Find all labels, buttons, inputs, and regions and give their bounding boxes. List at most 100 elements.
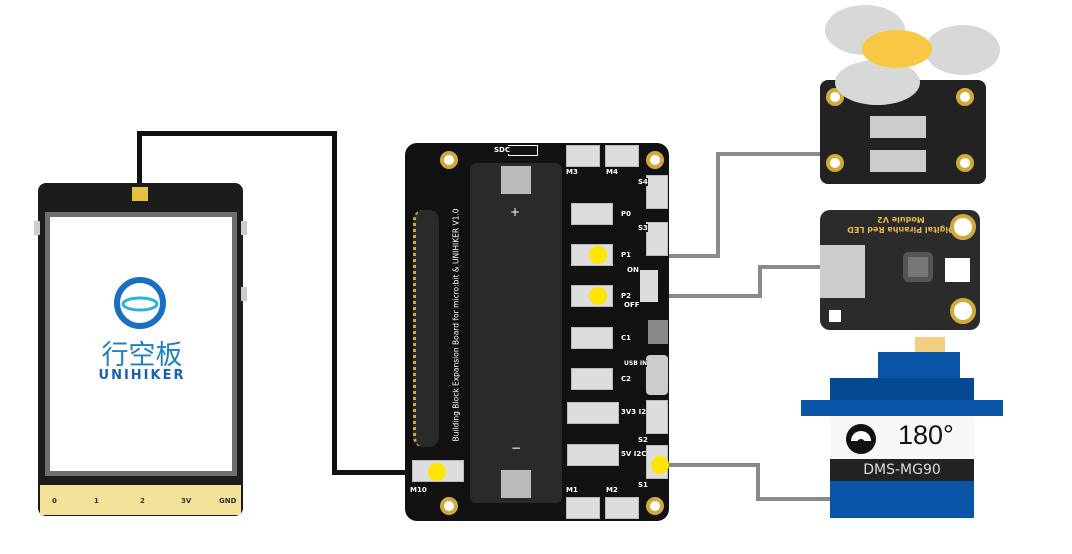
port-3v3-i2c[interactable] — [567, 402, 619, 424]
label-m4: M4 — [606, 168, 618, 176]
battery-contact — [501, 166, 531, 194]
motor — [870, 116, 926, 138]
label-sdc: SDC — [494, 146, 510, 154]
servo-angle: 180° — [898, 420, 954, 450]
servo — [830, 481, 974, 518]
label-on: ON — [627, 266, 639, 274]
label-usb-in: USB IN — [624, 360, 648, 367]
button — [648, 320, 668, 344]
port-m2[interactable] — [605, 497, 639, 519]
servo-model: DMS-MG90 — [830, 459, 974, 481]
motor — [870, 150, 926, 172]
port-5v-i2c[interactable] — [567, 444, 619, 466]
label-m2: M2 — [606, 486, 618, 494]
unihiker-logo-icon — [114, 277, 166, 329]
battery-contact — [501, 470, 531, 498]
port-p0[interactable] — [571, 203, 613, 225]
servo — [878, 352, 960, 382]
mount-hole — [646, 497, 664, 515]
label-5v-i2c: 5V I2C — [621, 450, 647, 458]
mount-hole — [440, 151, 458, 169]
label-3v3-i2c: 3V3 I2C — [621, 408, 652, 416]
connection-dot — [651, 456, 669, 474]
wire-p1-fan — [716, 152, 720, 258]
wire-p2-led — [758, 265, 762, 298]
gravity-port — [132, 187, 148, 201]
logo-cn: 行空板 — [101, 340, 183, 371]
servo-wing — [801, 400, 1003, 416]
port-m3[interactable] — [566, 145, 600, 167]
port-s2[interactable] — [646, 400, 668, 434]
wire-p1-fan — [716, 152, 822, 156]
logo-icon — [945, 258, 970, 282]
connection-dot — [589, 287, 607, 305]
label-c1: C1 — [621, 334, 632, 342]
wire-s1-servo — [756, 463, 760, 501]
connection-dot — [589, 246, 607, 264]
label-p1: P1 — [621, 251, 632, 259]
port-m1[interactable] — [566, 497, 600, 519]
label-p2: P2 — [621, 292, 632, 300]
led-lens — [903, 252, 933, 282]
fan-hub — [862, 30, 932, 68]
servo — [830, 378, 974, 403]
port-c2[interactable] — [571, 368, 613, 390]
label-s4: S4 — [638, 178, 648, 186]
side-button — [241, 287, 247, 301]
connector — [820, 245, 865, 298]
servo-dial-icon — [846, 424, 876, 454]
black-wire — [137, 131, 142, 191]
edge-slot — [413, 210, 439, 447]
servo-horn — [915, 337, 945, 353]
pin-label: GND — [219, 497, 237, 505]
black-wire — [332, 131, 337, 475]
minus-sign: − — [511, 441, 522, 455]
port-s4[interactable] — [646, 175, 668, 209]
power-switch[interactable] — [640, 270, 658, 302]
mount-hole — [950, 214, 976, 240]
battery-holder — [470, 163, 562, 503]
usb-c-port[interactable] — [646, 355, 668, 395]
label-s1: S1 — [638, 481, 648, 489]
side-button — [34, 221, 40, 235]
mount-hole — [956, 88, 974, 106]
label-m1: M1 — [566, 486, 578, 494]
wire-p2-led — [598, 294, 762, 298]
mount-hole — [646, 151, 664, 169]
pin-label: 2 — [140, 497, 145, 505]
mount-hole — [950, 298, 976, 324]
label-off: OFF — [624, 301, 640, 309]
label-m3: M3 — [566, 168, 578, 176]
mount-hole — [440, 497, 458, 515]
pin-label: 1 — [94, 497, 99, 505]
port-m4[interactable] — [605, 145, 639, 167]
fan-blade — [925, 25, 1000, 75]
edge-connector — [40, 485, 241, 515]
wire-s1-servo — [660, 463, 760, 467]
d-icon — [829, 310, 841, 322]
side-button — [241, 221, 247, 235]
port-s3[interactable] — [646, 222, 668, 256]
label-m10: M10 — [410, 486, 427, 494]
mount-hole — [956, 154, 974, 172]
connection-dot — [428, 463, 446, 481]
black-wire — [332, 470, 437, 475]
led-title: Digital Piranha Red LED Module V2 — [847, 215, 955, 234]
plus-sign: + — [510, 205, 521, 219]
wire-p2-led — [758, 265, 822, 269]
unihiker-screen — [45, 212, 237, 476]
black-wire — [137, 131, 337, 136]
label-c2: C2 — [621, 375, 632, 383]
pin-label: 0 — [52, 497, 57, 505]
board-title: Building Block Expansion Board for micro… — [451, 208, 461, 442]
pin-label: 3V — [181, 497, 192, 505]
sdc-header — [508, 145, 538, 156]
logo-en: UNIHIKER — [98, 368, 186, 383]
port-c1[interactable] — [571, 327, 613, 349]
mount-hole — [826, 154, 844, 172]
wire-s1-servo — [756, 497, 832, 501]
label-p0: P0 — [621, 210, 632, 218]
label-s3: S3 — [638, 224, 648, 232]
fan-blade — [835, 60, 920, 105]
label-s2: S2 — [638, 436, 648, 444]
